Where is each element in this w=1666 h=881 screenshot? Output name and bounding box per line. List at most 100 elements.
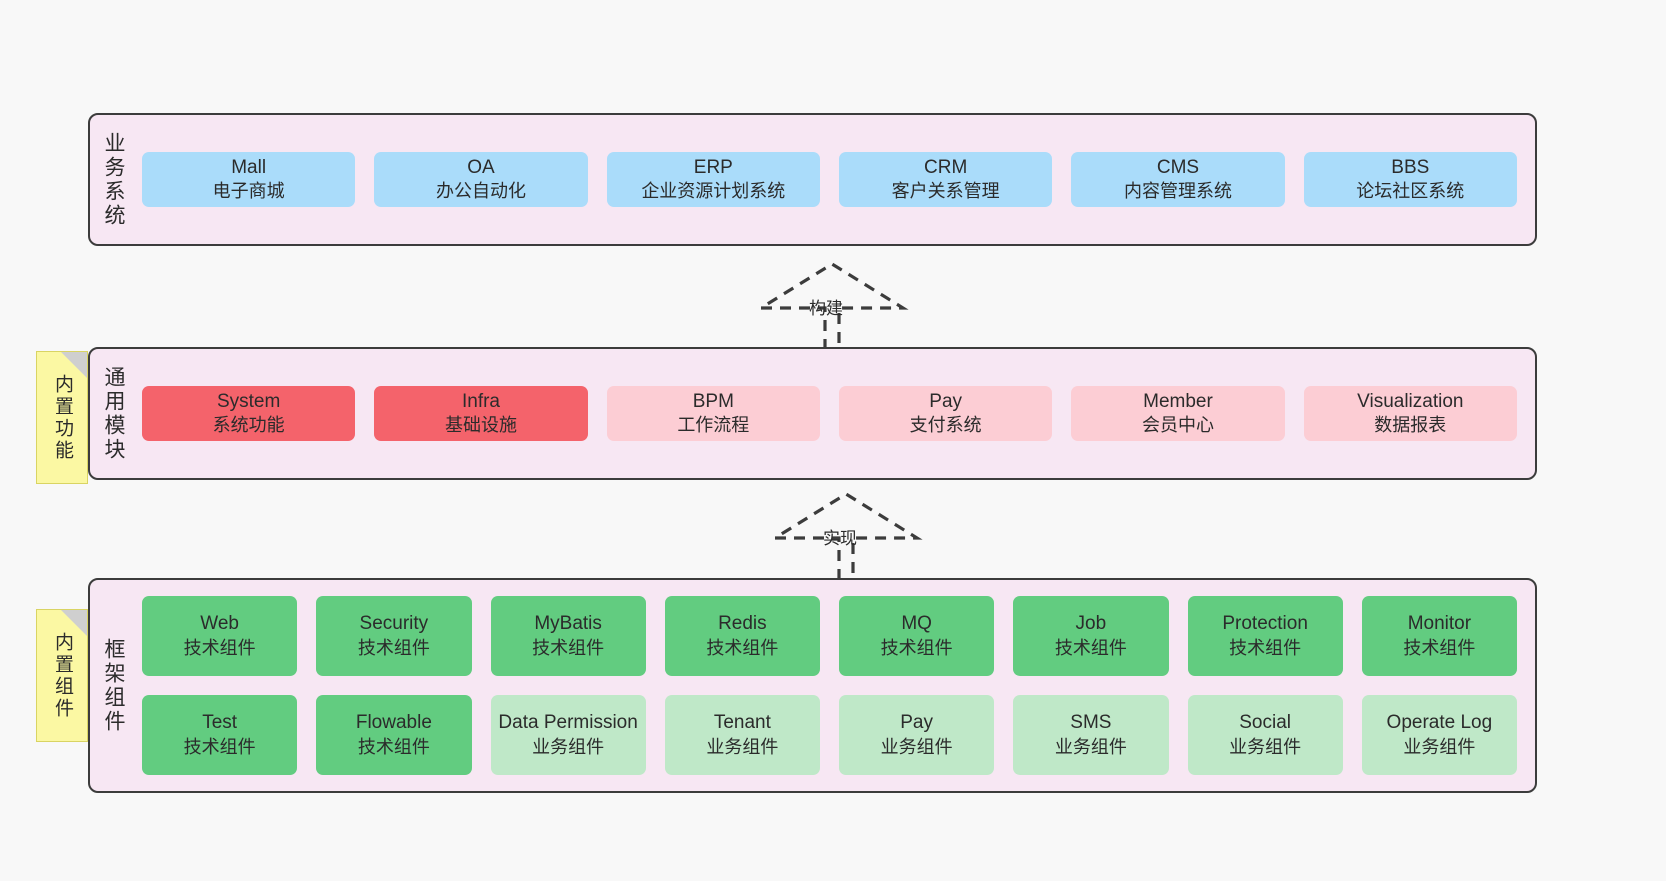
node-flowable-cn: 技术组件 <box>357 736 430 757</box>
layer-business-body: Mall 电子商城 OA 办公自动化 ERP 企业资源计划系统 CRM 客户关系… <box>136 115 1535 244</box>
node-mybatis[interactable]: MyBatis 技术组件 <box>490 596 646 676</box>
node-flowable[interactable]: Flowable 技术组件 <box>316 695 472 775</box>
node-crm-cn: 客户关系管理 <box>891 181 1000 202</box>
node-monitor[interactable]: Monitor 技术组件 <box>1361 596 1517 676</box>
layer-modules-title: 通用模块 <box>102 365 126 462</box>
layer-framework-components: 框架组件 Web 技术组件 Security 技术组件 MyBatis 技术组件… <box>88 578 1537 793</box>
node-test[interactable]: Test 技术组件 <box>142 695 298 775</box>
node-cms[interactable]: CMS 内容管理系统 <box>1071 151 1285 208</box>
node-protection-en: Protection <box>1222 613 1308 635</box>
node-visualization-en: Visualization <box>1357 390 1464 412</box>
node-pay-module-cn: 支付系统 <box>909 415 982 436</box>
node-security[interactable]: Security 技术组件 <box>316 596 472 676</box>
node-mq-cn: 技术组件 <box>880 637 953 658</box>
node-bpm-en: BPM <box>692 390 734 412</box>
node-pay-component-en: Pay <box>900 712 933 734</box>
node-protection[interactable]: Protection 技术组件 <box>1187 596 1343 676</box>
note-fold-corner-icon <box>61 610 87 636</box>
node-pay-component-cn: 业务组件 <box>880 736 953 757</box>
node-mybatis-en: MyBatis <box>534 613 602 635</box>
framework-node-row-2: Test 技术组件 Flowable 技术组件 Data Permission … <box>142 695 1517 775</box>
node-crm[interactable]: CRM 客户关系管理 <box>838 151 1053 208</box>
connector-build-arrow <box>755 262 909 350</box>
framework-node-row-1: Web 技术组件 Security 技术组件 MyBatis 技术组件 Redi… <box>142 596 1517 676</box>
node-test-cn: 技术组件 <box>183 736 256 757</box>
node-erp-en: ERP <box>693 156 733 178</box>
layer-modules-body: System 系统功能 Infra 基础设施 BPM 工作流程 Pay 支付系统… <box>136 349 1535 478</box>
note-fold-corner-icon <box>61 352 87 378</box>
node-job[interactable]: Job 技术组件 <box>1013 596 1169 676</box>
layer-business-systems: 业务系统 Mall 电子商城 OA 办公自动化 ERP 企业资源计划系统 CRM <box>88 113 1537 246</box>
node-infra[interactable]: Infra 基础设施 <box>374 385 588 442</box>
node-data-permission[interactable]: Data Permission 业务组件 <box>490 695 646 775</box>
node-cms-en: CMS <box>1156 156 1200 178</box>
node-bbs-cn: 论坛社区系统 <box>1356 181 1465 202</box>
node-erp[interactable]: ERP 企业资源计划系统 <box>606 151 820 208</box>
node-member-en: Member <box>1143 390 1213 412</box>
node-infra-cn: 基础设施 <box>444 415 517 436</box>
node-mq[interactable]: MQ 技术组件 <box>839 596 995 676</box>
modules-node-row: System 系统功能 Infra 基础设施 BPM 工作流程 Pay 支付系统… <box>142 385 1517 442</box>
node-oa-en: OA <box>467 156 495 178</box>
node-operate-log-cn: 业务组件 <box>1403 736 1476 757</box>
node-sms-cn: 业务组件 <box>1054 736 1127 757</box>
node-redis[interactable]: Redis 技术组件 <box>664 596 820 676</box>
node-mall-cn: 电子商城 <box>212 181 285 202</box>
node-bpm[interactable]: BPM 工作流程 <box>606 385 820 442</box>
layer-framework-body: Web 技术组件 Security 技术组件 MyBatis 技术组件 Redi… <box>136 580 1535 791</box>
node-operate-log[interactable]: Operate Log 业务组件 <box>1361 695 1517 775</box>
node-bpm-cn: 工作流程 <box>677 415 750 436</box>
layer-common-modules: 通用模块 System 系统功能 Infra 基础设施 BPM 工作流程 Pay <box>88 347 1537 480</box>
node-job-en: Job <box>1075 613 1107 635</box>
layer-business-title: 业务系统 <box>102 131 126 228</box>
node-social-cn: 业务组件 <box>1229 736 1302 757</box>
node-erp-cn: 企业资源计划系统 <box>641 181 786 202</box>
node-mq-en: MQ <box>901 613 932 635</box>
node-system-en: System <box>216 390 281 412</box>
node-bbs[interactable]: BBS 论坛社区系统 <box>1303 151 1517 208</box>
node-system-cn: 系统功能 <box>212 415 285 436</box>
node-bbs-en: BBS <box>1391 156 1430 178</box>
node-test-en: Test <box>202 712 238 734</box>
node-cms-cn: 内容管理系统 <box>1123 181 1232 202</box>
connector-implement-label: 实现 <box>823 529 857 548</box>
node-social[interactable]: Social 业务组件 <box>1187 695 1343 775</box>
note-builtin-components-label: 内置组件 <box>51 631 73 720</box>
node-redis-en: Redis <box>718 613 767 635</box>
node-redis-cn: 技术组件 <box>706 637 779 658</box>
node-tenant-en: Tenant <box>713 712 771 734</box>
node-web-en: Web <box>200 613 239 635</box>
node-crm-en: CRM <box>924 156 968 178</box>
node-visualization[interactable]: Visualization 数据报表 <box>1303 385 1517 442</box>
node-mall[interactable]: Mall 电子商城 <box>142 151 356 208</box>
node-tenant[interactable]: Tenant 业务组件 <box>664 695 820 775</box>
connector-implement-arrow <box>769 492 923 580</box>
node-pay-component[interactable]: Pay 业务组件 <box>839 695 995 775</box>
node-sms-en: SMS <box>1070 712 1112 734</box>
note-builtin-components: 内置组件 <box>36 609 88 742</box>
note-builtin-functions: 内置功能 <box>36 351 88 484</box>
node-sms[interactable]: SMS 业务组件 <box>1013 695 1169 775</box>
node-mybatis-cn: 技术组件 <box>532 637 605 658</box>
node-pay-module[interactable]: Pay 支付系统 <box>838 385 1053 442</box>
node-web[interactable]: Web 技术组件 <box>142 596 298 676</box>
node-member-cn: 会员中心 <box>1141 415 1214 436</box>
node-flowable-en: Flowable <box>355 712 432 734</box>
node-system[interactable]: System 系统功能 <box>142 385 356 442</box>
node-mall-en: Mall <box>231 156 267 178</box>
node-security-cn: 技术组件 <box>357 637 430 658</box>
node-protection-cn: 技术组件 <box>1229 637 1302 658</box>
node-operate-log-en: Operate Log <box>1386 712 1493 734</box>
node-web-cn: 技术组件 <box>183 637 256 658</box>
node-job-cn: 技术组件 <box>1054 637 1127 658</box>
node-infra-en: Infra <box>461 390 500 412</box>
node-member[interactable]: Member 会员中心 <box>1071 385 1285 442</box>
node-social-en: Social <box>1239 712 1291 734</box>
connector-build-label: 构建 <box>809 299 843 318</box>
node-data-permission-en: Data Permission <box>498 712 638 734</box>
node-oa-cn: 办公自动化 <box>435 181 526 202</box>
node-monitor-cn: 技术组件 <box>1403 637 1476 658</box>
node-oa[interactable]: OA 办公自动化 <box>374 151 588 208</box>
connector-implement: 实现 <box>769 492 923 580</box>
